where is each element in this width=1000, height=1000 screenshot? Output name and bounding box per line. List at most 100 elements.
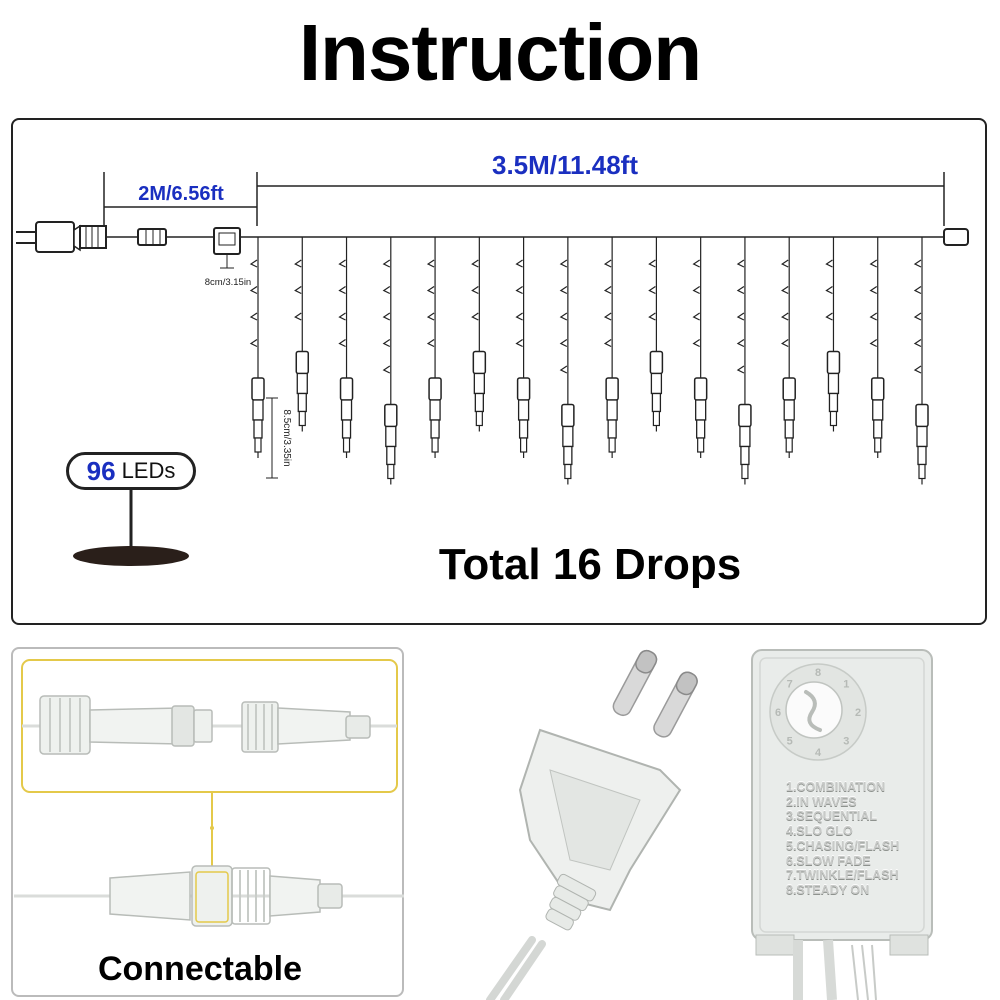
male-connector-icon: [39, 695, 213, 755]
mode-item: 3.SEQUENTIAL: [786, 809, 877, 824]
mini-led: [869, 259, 878, 268]
mini-led: [736, 286, 745, 295]
mini-led: [603, 286, 612, 295]
mini-led: [471, 286, 479, 295]
joined-connector-icon: [109, 865, 343, 927]
drop-12: [736, 237, 752, 485]
eu-plug-icon: [486, 649, 698, 1000]
dial-number: 7: [787, 679, 793, 691]
mini-led: [603, 312, 612, 321]
icicle-bulb: [561, 403, 575, 428]
mode-item: 5.CHASING/FLASH: [786, 838, 900, 853]
mini-led: [781, 312, 789, 321]
mini-led: [781, 286, 789, 295]
mini-led: [559, 339, 568, 348]
mode-item: 1.COMBINATION: [786, 780, 886, 794]
mini-led: [736, 365, 745, 374]
mode-item: 8.STEADY ON: [786, 882, 870, 897]
icicle-bulb: [384, 403, 398, 428]
mode-item: 4.SLO GLO: [786, 824, 853, 839]
mini-led: [692, 286, 700, 295]
drop-4: [382, 237, 398, 485]
mini-led: [382, 286, 391, 295]
mode-item: 2.IN WAVES: [786, 794, 857, 809]
lead-length-label: 2M/6.56ft: [138, 183, 224, 205]
bulb-length-label: 8.5cm/3.35in: [281, 409, 292, 466]
mode-item: 6.SLOW FADE: [786, 853, 871, 868]
female-connector-icon: [241, 701, 371, 753]
mini-led: [426, 259, 435, 268]
mini-led: [648, 259, 656, 268]
drop-14: [825, 237, 841, 432]
mini-led: [515, 339, 523, 348]
mini-led: [294, 259, 302, 268]
dial-number: 6: [775, 707, 781, 719]
mini-led: [338, 312, 346, 321]
mini-led: [426, 286, 435, 295]
dial-number: 3: [843, 735, 849, 747]
dial-number: 8: [815, 667, 821, 679]
icicle-bulb: [516, 377, 531, 401]
mode-item: 7.TWINKLE/FLASH: [786, 868, 899, 883]
total-drops-label: Total 16 Drops: [438, 540, 742, 589]
mini-led: [869, 312, 878, 321]
mini-led: [382, 339, 391, 348]
mini-led: [559, 286, 568, 295]
dimension-lead: [103, 172, 257, 226]
drop-8: [559, 237, 575, 485]
mini-led: [426, 312, 435, 321]
icicle-bulb: [428, 377, 442, 401]
mini-led: [869, 339, 878, 348]
icicle-bulb: [915, 403, 929, 428]
drop-1: [249, 237, 265, 458]
icicle-bulb: [251, 377, 265, 401]
mini-led: [515, 259, 523, 268]
mini-led: [825, 286, 833, 295]
mini-led: [382, 365, 391, 374]
icicle-bulb: [605, 377, 619, 401]
mini-led: [559, 365, 568, 374]
controller-box-icon: [213, 227, 241, 255]
icicle-bulb: [782, 377, 796, 401]
drop-10: [648, 237, 664, 432]
mini-led: [603, 339, 612, 348]
mini-led: [603, 259, 612, 268]
plug-icon: [16, 221, 107, 253]
mini-led: [692, 259, 700, 268]
mini-led: [382, 312, 391, 321]
connectable-label: Connectable: [97, 950, 303, 988]
icicle-bulb: [738, 403, 752, 428]
drop-7: [515, 237, 531, 458]
mini-led: [648, 312, 656, 321]
drop-15: [869, 237, 885, 458]
connector-illustration: [14, 659, 404, 927]
icicle-bulb: [472, 350, 487, 375]
spacing-label: 8cm/3.15in: [205, 277, 251, 288]
bulb-length-dimension: [266, 397, 278, 479]
mini-led: [559, 259, 568, 268]
drop-13: [781, 237, 796, 458]
mini-led: [249, 286, 258, 295]
mini-led: [338, 286, 346, 295]
dial-number: 2: [855, 707, 861, 719]
icicle-bulb: [295, 350, 310, 375]
mini-led: [825, 312, 833, 321]
dimension-total: [256, 172, 945, 226]
drop-9: [603, 237, 619, 458]
mini-led: [736, 259, 745, 268]
mini-led: [736, 339, 745, 348]
drop-3: [338, 237, 354, 458]
icicle-bulb: [649, 350, 664, 375]
mini-led: [736, 312, 745, 321]
mini-led: [249, 339, 258, 348]
drop-11: [692, 237, 708, 458]
badge-base: [73, 546, 189, 566]
mini-led: [382, 259, 391, 268]
icicle-bulb: [870, 377, 885, 401]
drop-5: [426, 237, 442, 458]
dial-number: 4: [815, 747, 822, 759]
mini-led: [249, 259, 258, 268]
icicle-bulb: [826, 350, 841, 375]
